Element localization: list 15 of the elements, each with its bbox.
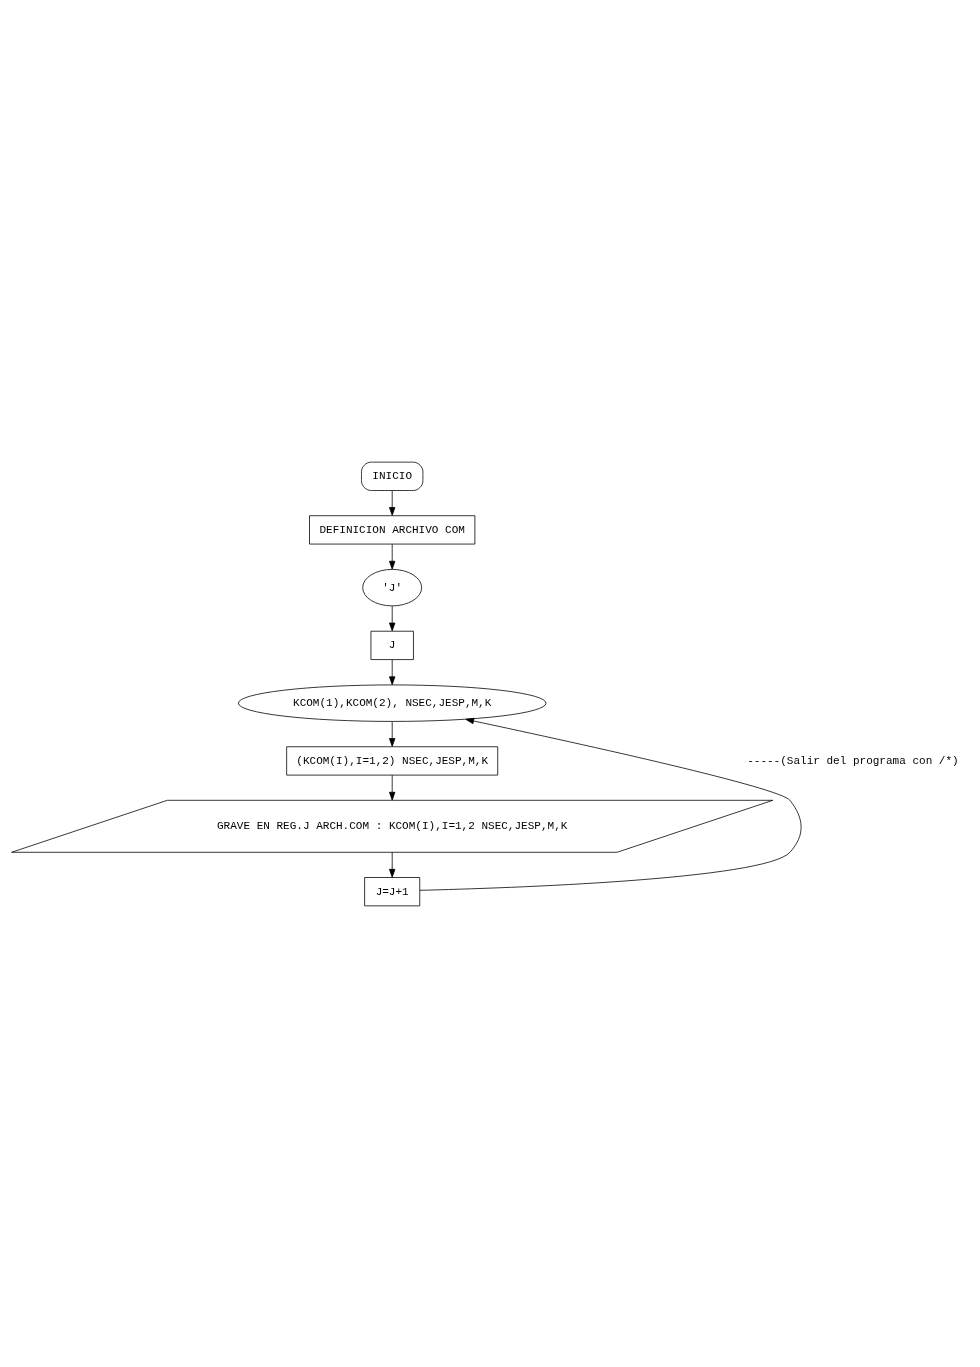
arrow	[389, 543, 396, 570]
arrow	[389, 658, 396, 685]
node-box: J=J+1	[364, 876, 421, 906]
arrow	[389, 605, 396, 631]
label: -----(Salir del programa con /*)	[747, 754, 959, 767]
node-ellipse: 'J'	[362, 568, 423, 606]
arrow	[389, 774, 396, 801]
node-box: DEFINICION ARCHIVO COM	[309, 514, 476, 544]
arrow	[389, 720, 396, 747]
arrow	[389, 851, 396, 878]
arrow	[419, 717, 802, 891]
node-box: INICIO	[361, 461, 424, 491]
arrow	[389, 489, 396, 516]
node-box: J	[370, 630, 414, 660]
node-box: (KCOM(I),I=1,2) NSEC,JESP,M,K	[286, 745, 499, 775]
